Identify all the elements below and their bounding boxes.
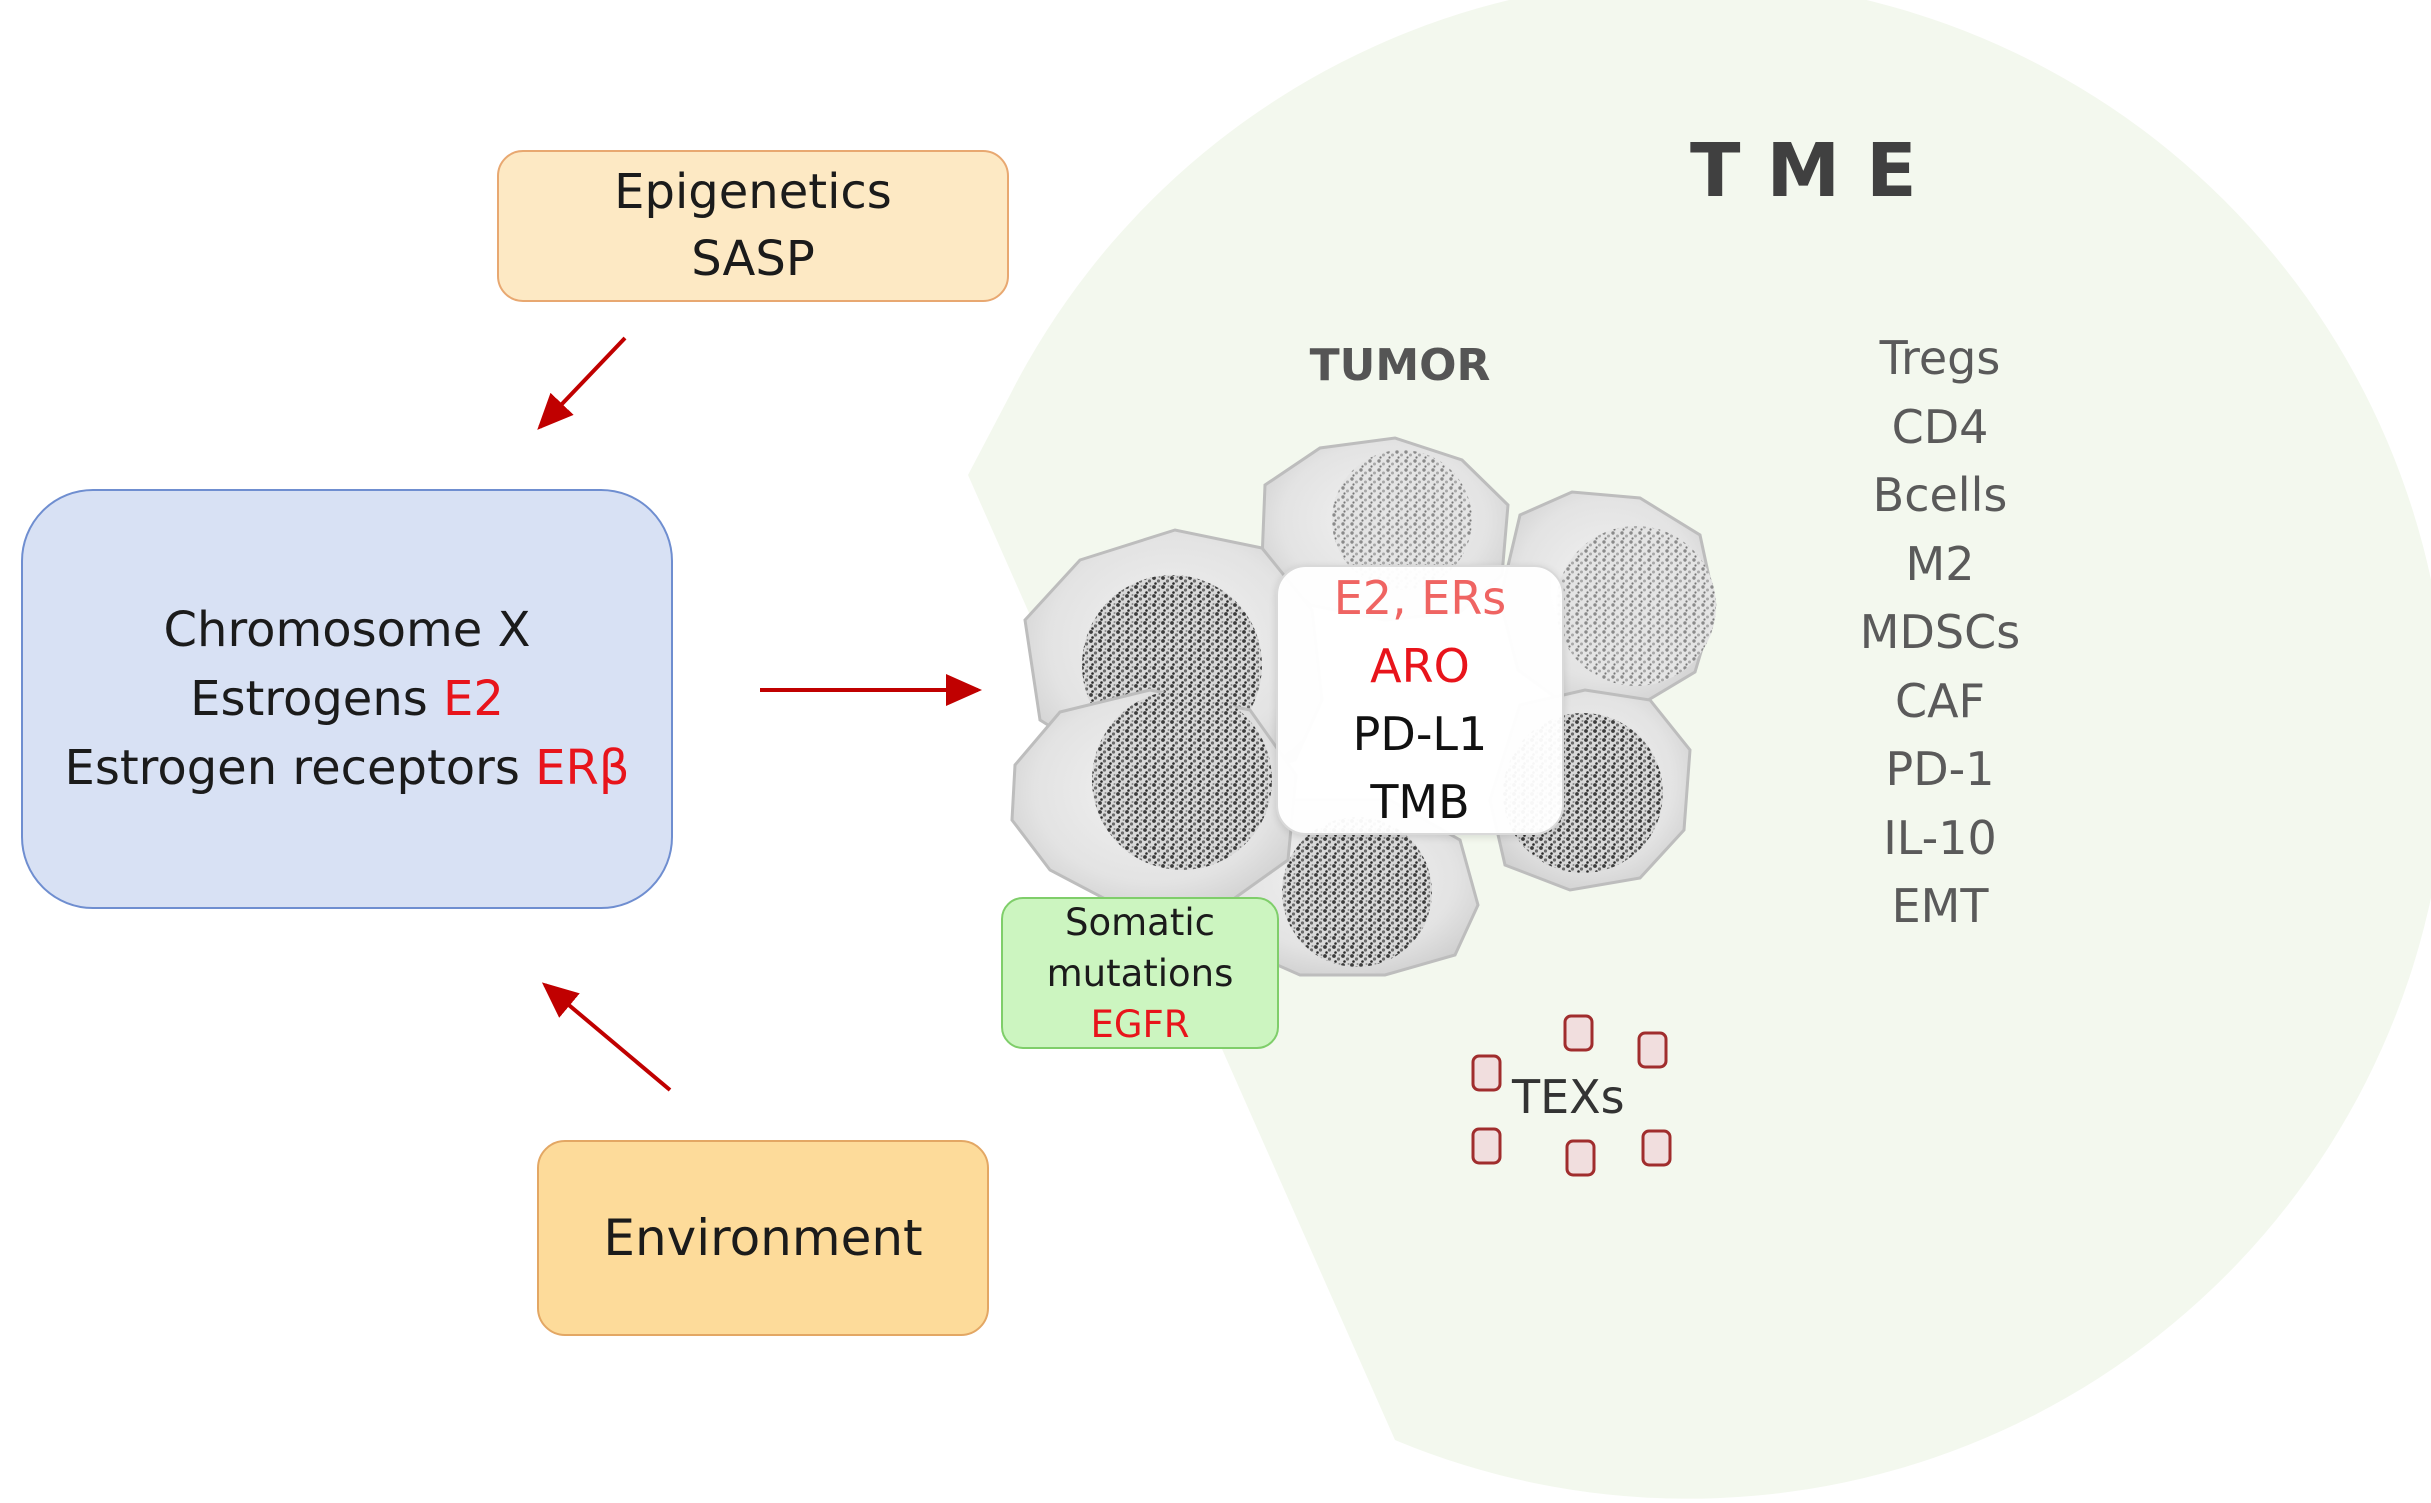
tex-cell xyxy=(1563,1014,1594,1052)
environment-label: Environment xyxy=(603,1209,923,1267)
sasp-label: SASP xyxy=(691,231,815,287)
tme-item-il10: IL-10 xyxy=(1883,810,1997,865)
tex-label: TEXs xyxy=(1512,1070,1625,1124)
tumor-nucleus xyxy=(1332,450,1472,590)
e2-highlight: E2 xyxy=(443,670,504,727)
tumor-nucleus xyxy=(1282,817,1432,967)
tme-item-emt: EMT xyxy=(1891,879,1989,933)
tumor-markers-box: E2, ERs ARO PD-L1 TMB xyxy=(1276,565,1564,835)
tme-item-caf: CAF xyxy=(1894,673,1986,728)
tex-cell xyxy=(1565,1139,1596,1177)
tme-region xyxy=(968,0,2431,1499)
arrow-epigenetics-to-chromosome xyxy=(537,336,627,430)
estrogens-line: Estrogens E2 xyxy=(190,665,504,734)
epigenetics-label: Epigenetics xyxy=(614,164,892,220)
arrow-environment-to-chromosome xyxy=(541,982,672,1092)
tme-item-bcells: Bcells xyxy=(1872,468,2008,522)
estrogen-receptors-line: Estrogen receptors ERβ xyxy=(65,734,630,803)
egfr-label: EGFR xyxy=(1090,1002,1190,1046)
tumor-nucleus xyxy=(1556,526,1716,686)
tumor-title: TUMOR xyxy=(1309,340,1491,391)
tumor-marker-tmb: TMB xyxy=(1370,775,1470,829)
estrogen-receptors-label: Estrogen receptors xyxy=(64,739,536,796)
environment-box: Environment xyxy=(537,1140,989,1336)
tex-cell xyxy=(1471,1054,1502,1092)
tme-item-mdscs: MDSCs xyxy=(1859,605,2021,659)
tumor-nucleus xyxy=(1092,690,1272,870)
somatic-mutations-box: Somatic mutations EGFR xyxy=(1001,897,1279,1049)
tex-cell xyxy=(1471,1127,1502,1165)
tumor-marker-e2-ers: E2, ERs xyxy=(1333,571,1507,625)
tumor-marker-aro: ARO xyxy=(1370,639,1470,693)
chromosome-box: Chromosome X Estrogens E2 Estrogen recep… xyxy=(21,489,673,909)
tme-item-pd1: PD-1 xyxy=(1885,742,1995,796)
tex-cell xyxy=(1637,1031,1668,1069)
chromosome-label: Chromosome X xyxy=(163,601,531,658)
somatic-label: Somatic xyxy=(1065,900,1215,944)
estrogens-label: Estrogens xyxy=(190,670,443,727)
epigenetics-box: Epigenetics SASP xyxy=(497,150,1009,302)
tme-item-m2: M2 xyxy=(1905,536,1975,591)
tme-item-cd4: CD4 xyxy=(1891,399,1989,454)
tex-cell xyxy=(1641,1129,1672,1167)
mutations-label: mutations xyxy=(1046,951,1234,995)
tme-title: TME xyxy=(1690,128,1943,214)
erbeta-highlight: ERβ xyxy=(535,739,630,796)
tme-item-tregs: Tregs xyxy=(1879,331,2001,385)
tex-cells xyxy=(1471,1014,1672,1177)
tme-components-list: Tregs CD4 Bcells M2 MDSCs CAF PD-1 IL-10… xyxy=(1810,324,2070,941)
tumor-marker-pdl1: PD-L1 xyxy=(1352,707,1488,761)
